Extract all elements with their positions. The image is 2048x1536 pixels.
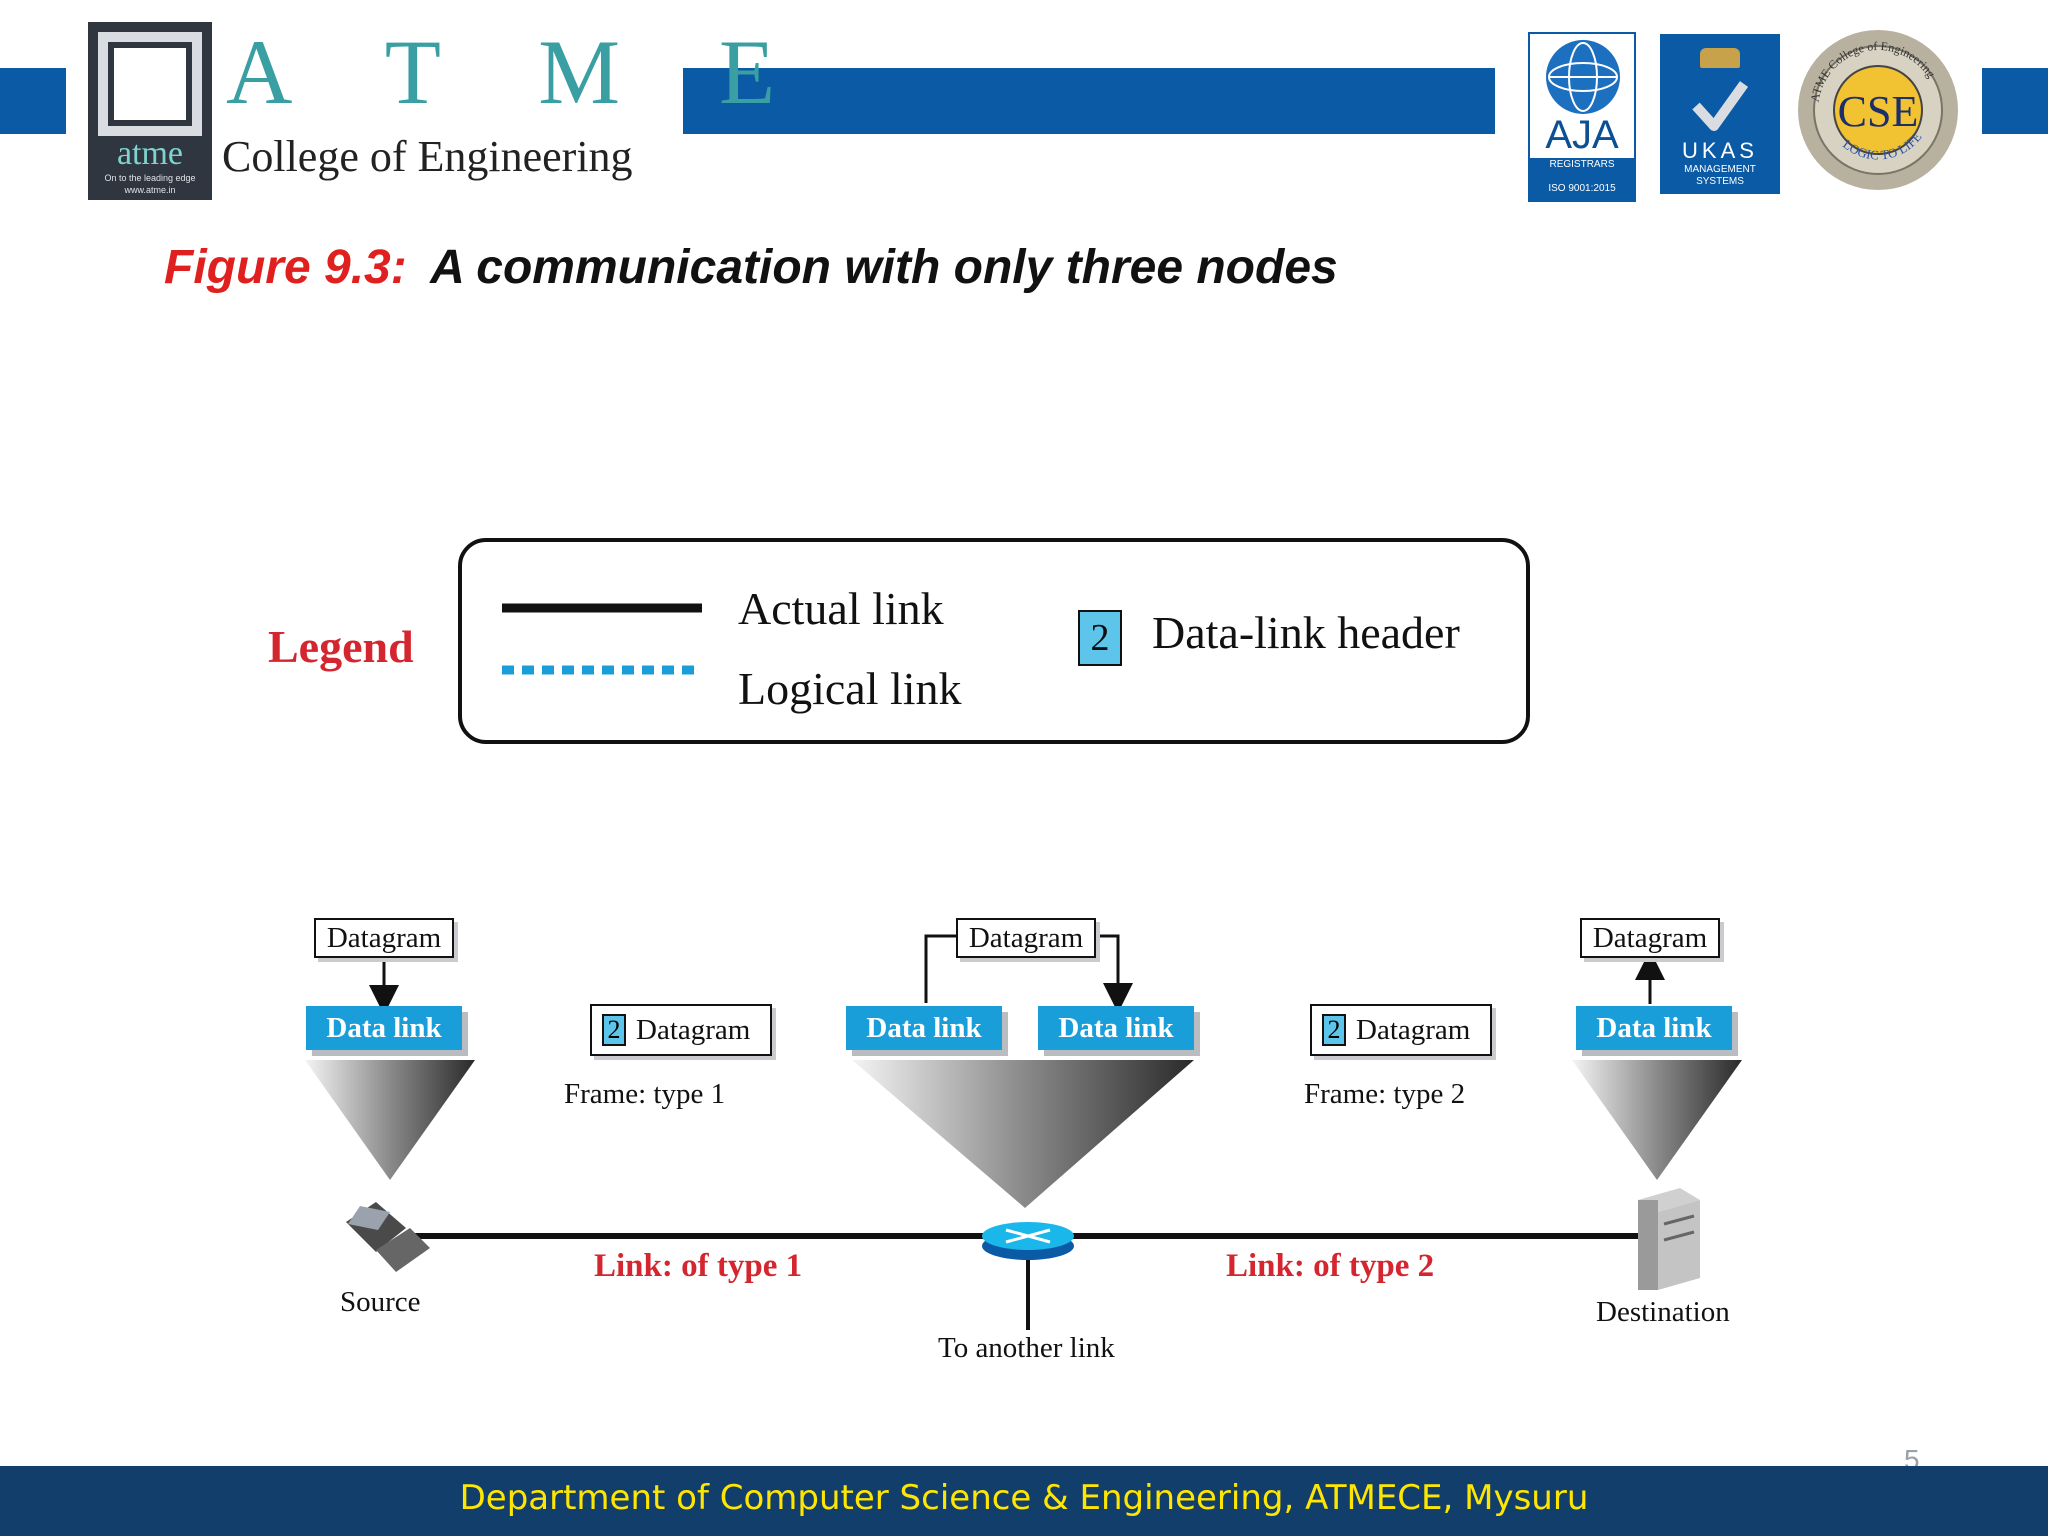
source-data-link: Data link	[306, 1006, 462, 1050]
legend-actual-link: Actual link	[738, 583, 944, 634]
legend-logical-link: Logical link	[738, 663, 962, 714]
legend-header-label: Data-link header	[1152, 607, 1460, 658]
brand-letters: A T M E	[226, 21, 814, 123]
router-cone	[852, 1060, 1194, 1208]
figure-title: Figure 9.3: A communication with only th…	[164, 240, 1338, 296]
atme-logo: atme On to the leading edge www.atme.in	[88, 22, 212, 200]
legend-title: Legend	[268, 621, 414, 672]
header-bar-middle	[683, 68, 1495, 134]
link-type-1-label: Link: of type 1	[594, 1248, 803, 1284]
ukas-badge: UKAS MANAGEMENT SYSTEMS	[1660, 34, 1780, 194]
legend-header-box: 2	[1078, 610, 1122, 666]
frame1-caption: Frame: type 1	[564, 1078, 726, 1110]
globe-icon	[1546, 40, 1620, 114]
logo-url-text: www.atme.in	[124, 185, 176, 195]
frame-type-1: 2 Datagram	[590, 1004, 772, 1056]
logo-emblem	[98, 32, 202, 136]
source-datagram: Datagram	[314, 918, 454, 958]
checkmark-icon	[1692, 81, 1749, 131]
source-label: Source	[340, 1286, 421, 1318]
footer-text: Department of Computer Science & Enginee…	[459, 1478, 1589, 1518]
link-type-2-label: Link: of type 2	[1226, 1248, 1435, 1284]
source-cone	[305, 1060, 475, 1180]
ukas-word: UKAS	[1682, 138, 1758, 163]
crown-icon	[1700, 48, 1740, 68]
logo-tagline: On to the leading edge www.atme.in	[88, 172, 212, 196]
frame2-header: 2	[1322, 1014, 1346, 1046]
router-data-link-left: Data link	[846, 1006, 1002, 1050]
destination-cone	[1572, 1060, 1742, 1180]
legend-line-samples	[502, 603, 702, 675]
frame-type-2: 2 Datagram	[1310, 1004, 1492, 1056]
cse-word: CSE	[1838, 87, 1919, 136]
server-icon	[1638, 1188, 1700, 1290]
aja-word: AJA	[1545, 113, 1619, 157]
another-link-label: To another link	[938, 1332, 1115, 1364]
aja-sub: REGISTRARS	[1549, 159, 1615, 170]
router-data-link-right: Data link	[1038, 1006, 1194, 1050]
globe-lines-icon	[1548, 42, 1618, 112]
logo-tagline-text: On to the leading edge	[104, 173, 196, 183]
destination-data-link: Data link	[1576, 1006, 1732, 1050]
college-name: College of Engineering	[222, 132, 633, 181]
figure-caption: A communication with only three nodes	[430, 241, 1338, 294]
footer-bar: Department of Computer Science & Enginee…	[0, 1466, 2048, 1536]
router-icon	[982, 1222, 1074, 1260]
router-right-arrow	[1094, 934, 1133, 1013]
cse-seal: ATME College of Engineering LOGIC TO LIF…	[1798, 30, 1958, 190]
header-bar-right	[1982, 68, 2048, 134]
aja-badge: AJA REGISTRARS ISO 9001:2015	[1528, 32, 1636, 202]
frame1-datagram: Datagram	[636, 1014, 751, 1046]
aja-strip: REGISTRARS ISO 9001:2015	[1530, 158, 1634, 200]
logo-word: atme	[116, 135, 184, 172]
ukas-sub: MANAGEMENT SYSTEMS	[1684, 164, 1756, 187]
logo-frame-icon	[108, 42, 192, 126]
router-datagram: Datagram	[956, 918, 1096, 958]
destination-datagram: Datagram	[1580, 918, 1720, 958]
aja-iso: ISO 9001:2015	[1548, 183, 1616, 194]
header-bar-left	[0, 68, 66, 134]
laptop-icon	[346, 1202, 430, 1272]
frame2-datagram: Datagram	[1356, 1014, 1471, 1046]
legend-box: Actual link Logical link 2 Data-link hea…	[458, 538, 1530, 744]
frame1-header: 2	[602, 1014, 626, 1046]
destination-label: Destination	[1596, 1296, 1730, 1328]
frame2-caption: Frame: type 2	[1304, 1078, 1466, 1110]
router-left-connector	[924, 934, 958, 1003]
figure-number: Figure 9.3:	[164, 241, 407, 294]
